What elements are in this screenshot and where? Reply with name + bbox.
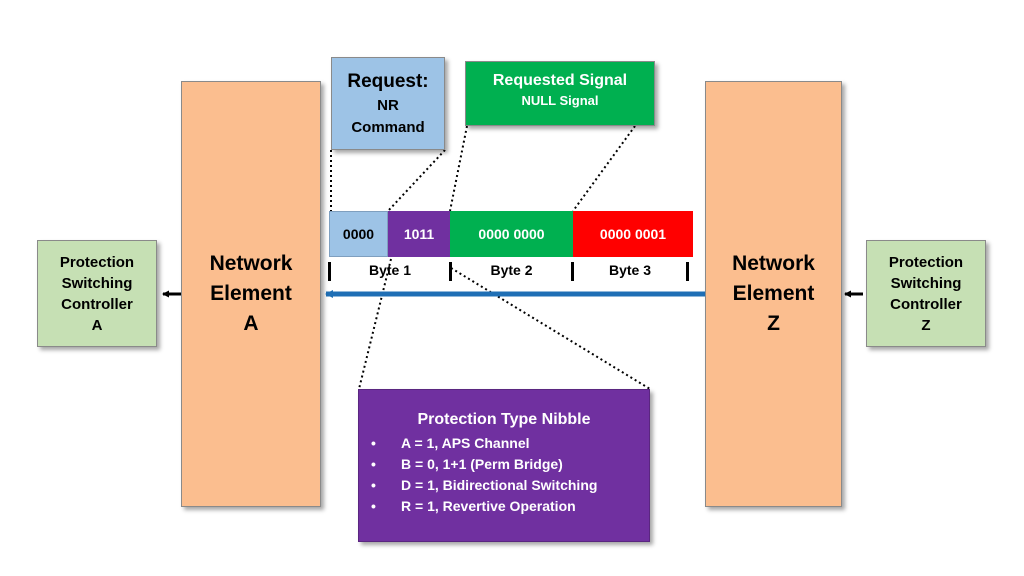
segment-byte3-bits: 0000 0001 [573, 211, 693, 257]
callout-protection-right [450, 267, 651, 390]
controller-z-line2: Switching [890, 274, 962, 292]
bullet-icon: • [371, 456, 376, 472]
protection-type-item: •R = 1, Revertive Operation [359, 496, 649, 517]
byte-tick-1 [328, 262, 331, 281]
network-element-z-line1: Network [732, 252, 815, 275]
segment-byte2-bits: 0000 0000 [450, 211, 573, 257]
protection-type-item: •A = 1, APS Channel [359, 433, 649, 454]
callout-signal-right [572, 125, 636, 212]
bullet-icon: • [371, 498, 376, 514]
byte-tick-2 [449, 262, 452, 281]
bullet-icon: • [371, 477, 376, 493]
protection-type-list: •A = 1, APS Channel •B = 0, 1+1 (Perm Br… [359, 433, 649, 517]
controller-z-line3: Controller [890, 295, 962, 313]
request-line3: Command [351, 118, 425, 136]
request-line2: NR [377, 96, 399, 114]
callout-request-right [387, 149, 446, 212]
segment-protection-bits: 1011 [388, 211, 450, 257]
controller-z-line1: Protection [888, 253, 964, 271]
byte-label-2: Byte 2 [490, 262, 533, 278]
byte-label-3: Byte 3 [608, 262, 652, 278]
request-title: Request: [347, 70, 429, 92]
bullet-icon: • [371, 435, 376, 451]
byte-tick-3 [571, 262, 574, 281]
request-box: Request: NR Command [331, 57, 445, 150]
network-element-a-line2: Element [210, 282, 292, 305]
network-element-a: Network Element A [181, 81, 321, 507]
callout-signal-left [449, 125, 468, 212]
byte-tick-4 [686, 262, 689, 281]
controller-a-line2: Switching [61, 274, 133, 292]
protection-type-item: •B = 0, 1+1 (Perm Bridge) [359, 454, 649, 475]
controller-a-line1: Protection [59, 253, 135, 271]
requested-signal-title: Requested Signal [492, 72, 628, 89]
network-element-z-line2: Element [732, 282, 815, 305]
protection-type-title: Protection Type Nibble [417, 411, 591, 428]
callout-protection-left [358, 258, 392, 390]
segment-request-bits: 0000 [329, 211, 388, 257]
controller-a-line4: A [91, 316, 103, 334]
requested-signal-subtitle: NULL Signal [521, 93, 599, 108]
protection-type-item: •D = 1, Bidirectional Switching [359, 475, 649, 496]
controller-z-line4: Z [921, 316, 931, 334]
byte-label-1: Byte 1 [368, 262, 412, 278]
controller-a: Protection Switching Controller A [37, 240, 157, 347]
network-element-z: Network Element Z [705, 81, 842, 507]
network-element-a-line3: A [243, 312, 259, 335]
requested-signal-box: Requested Signal NULL Signal [465, 61, 655, 126]
network-element-z-line3: Z [767, 312, 780, 335]
protection-type-box: Protection Type Nibble •A = 1, APS Chann… [358, 389, 650, 542]
network-element-a-line1: Network [209, 252, 293, 275]
controller-z: Protection Switching Controller Z [866, 240, 986, 347]
controller-a-line3: Controller [61, 295, 133, 313]
